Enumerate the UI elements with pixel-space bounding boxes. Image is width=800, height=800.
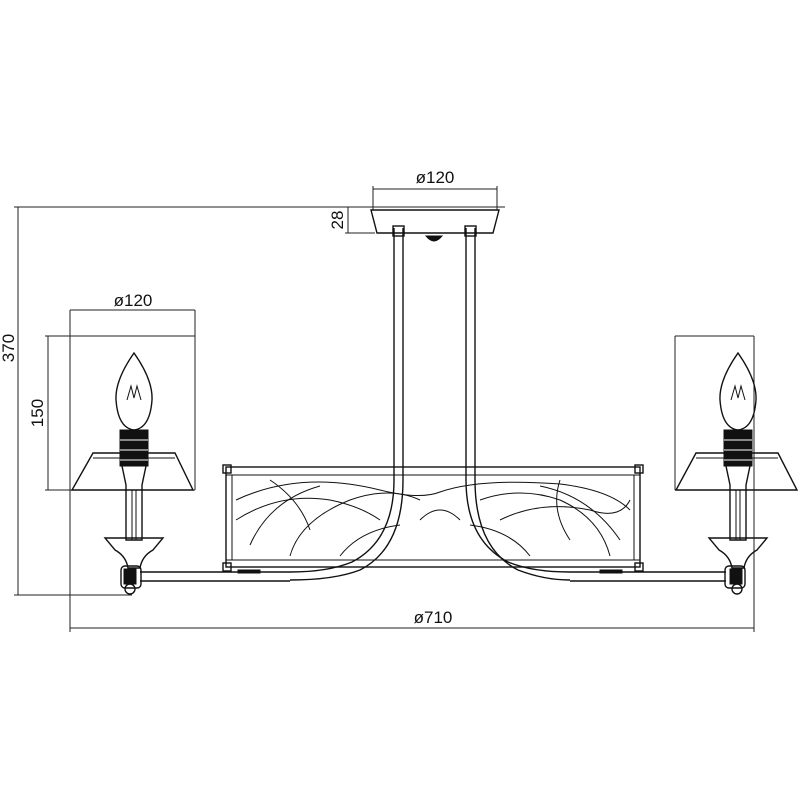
left-lamp bbox=[70, 351, 195, 569]
decorative-panel bbox=[222, 464, 644, 572]
canopy-height-label: 28 bbox=[328, 211, 347, 230]
horizontal-arm bbox=[120, 565, 746, 595]
shade-diameter-label: ø120 bbox=[114, 291, 153, 310]
shade-height-label: 150 bbox=[28, 399, 47, 427]
canopy-diameter-label: ø120 bbox=[416, 168, 455, 187]
overall-height-label: 370 bbox=[0, 334, 18, 362]
overall-width-label: ø710 bbox=[414, 608, 453, 627]
right-lamp bbox=[674, 351, 799, 569]
ceiling-canopy bbox=[370, 209, 500, 242]
suspension-rods bbox=[289, 225, 571, 581]
